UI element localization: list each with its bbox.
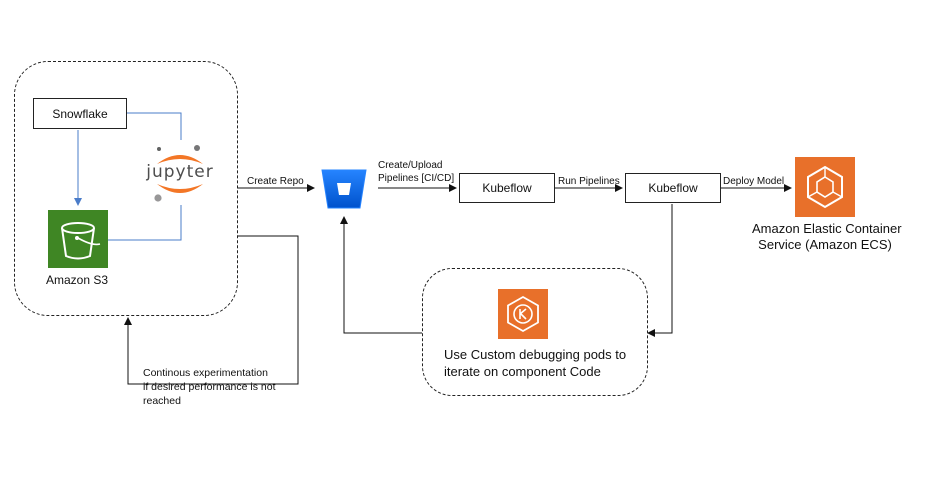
kubeflow-node-2[interactable]: Kubeflow	[625, 173, 721, 203]
snowflake-label: Snowflake	[52, 106, 108, 121]
ecs-label-1: Amazon Elastic Container	[752, 221, 902, 236]
amazon-s3-icon[interactable]	[48, 210, 108, 268]
run-pipelines-label: Run Pipelines	[558, 176, 620, 187]
data-source-group	[14, 61, 238, 316]
feedback-text-1: Continous experimentation	[143, 367, 268, 379]
snowflake-to-jupyter-line	[127, 112, 182, 140]
ecs-label-2: Service (Amazon ECS)	[758, 237, 892, 252]
debugging-text-1: Use Custom debugging pods to	[444, 347, 627, 362]
kubeflow-label-1: Kubeflow	[482, 181, 532, 195]
create-upload-label-2: Pipelines [CI/CD]	[378, 173, 455, 184]
create-repo-label: Create Repo	[247, 176, 304, 187]
debug-to-bitbucket-arrow	[340, 216, 422, 334]
kubeflow-node-1[interactable]: Kubeflow	[459, 173, 555, 203]
snowflake-node[interactable]: Snowflake	[33, 98, 127, 129]
amazon-ecs-icon[interactable]	[795, 157, 855, 217]
kubeflow-label-2: Kubeflow	[648, 181, 698, 195]
feedback-line	[124, 235, 299, 385]
s3-to-jupyter-line	[108, 205, 182, 241]
deploy-model-label: Deploy Model	[723, 176, 785, 187]
bitbucket-icon[interactable]	[318, 166, 370, 212]
jupyter-logo-icon[interactable]: jupyter	[145, 140, 215, 206]
debugging-text-2: iterate on component Code	[444, 364, 601, 379]
jupyter-label: jupyter	[146, 162, 214, 182]
kubeflow-to-debug-arrow	[647, 204, 673, 337]
feedback-text-2: if desired performance is not	[143, 381, 276, 393]
amazon-s3-label: Amazon S3	[46, 273, 109, 287]
debugging-pods-group	[422, 268, 648, 396]
kubeflow-logo-icon[interactable]	[498, 289, 548, 339]
create-upload-label-1: Create/Upload	[378, 160, 443, 171]
feedback-text-3: reached	[143, 395, 181, 407]
